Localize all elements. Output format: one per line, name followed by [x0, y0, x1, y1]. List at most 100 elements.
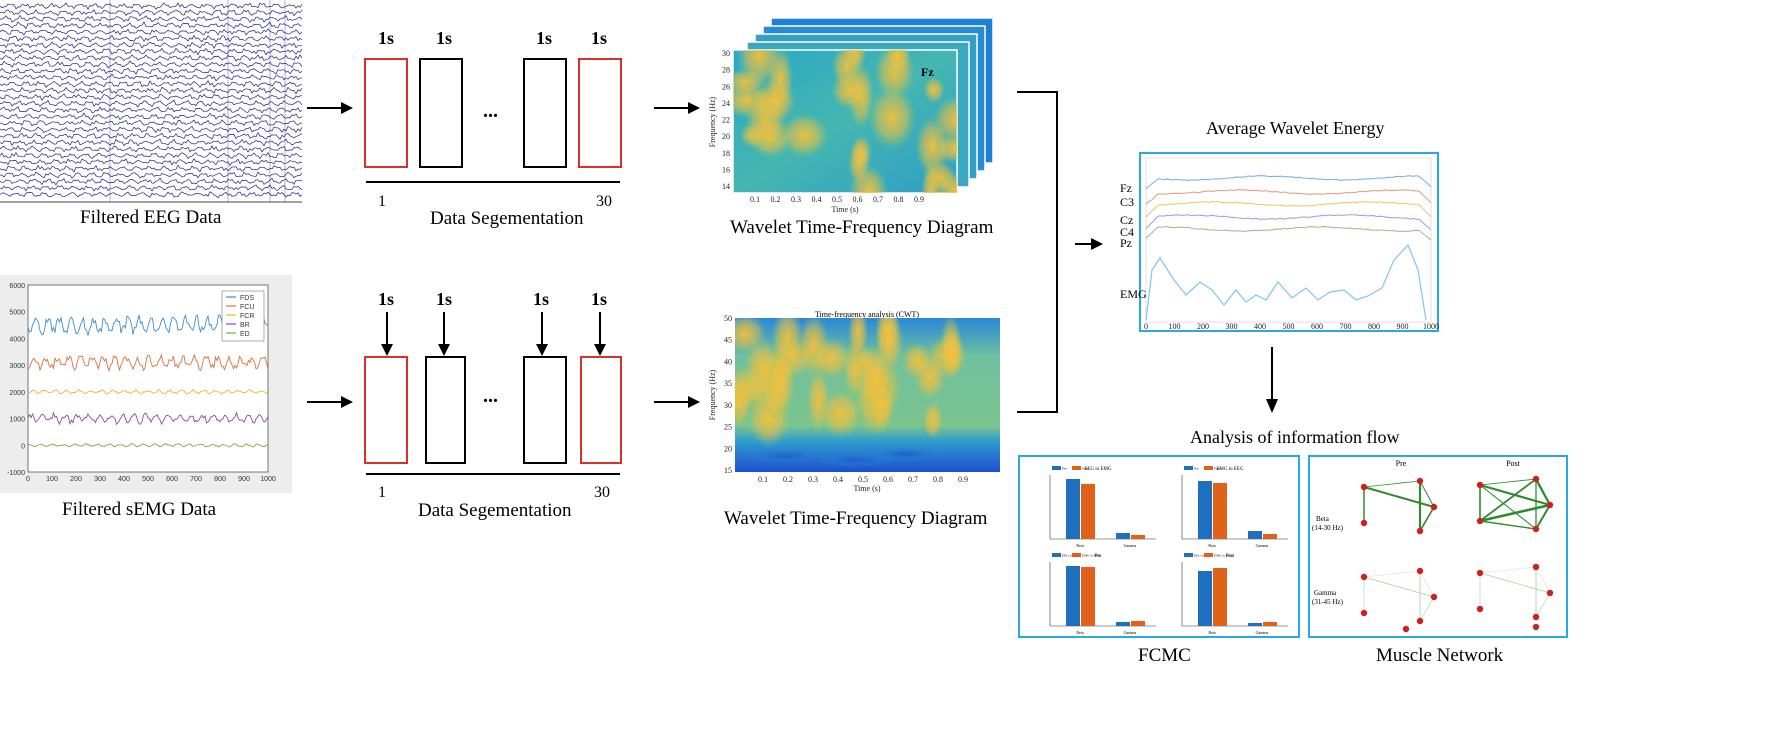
- seg-bottom-label-1: 1s: [378, 289, 395, 309]
- energy-x-tick: 1000: [1423, 322, 1439, 331]
- fcmc-bar: [1248, 623, 1262, 626]
- fcmc-legend-label: Pre: [1062, 467, 1067, 471]
- seg-top-start: 1: [378, 193, 386, 210]
- fcmc-legend-label: EEG to EMG: [1194, 554, 1214, 558]
- wavelet-top-blob: [923, 76, 945, 104]
- muscle-network-node: [1360, 573, 1368, 581]
- muscle-col-pre: Pre: [1396, 459, 1407, 468]
- merge-bracket: [1017, 91, 1103, 413]
- wavelet-bottom-y-tick: 25: [724, 423, 732, 432]
- wavelet-top-ylabel: Frequency (Hz): [708, 96, 717, 147]
- wavelet-bottom-blob: [901, 342, 934, 380]
- muscle-network-edge: [1419, 596, 1435, 622]
- wavelet-top-blob: [933, 95, 957, 144]
- wavelet-top-y-tick: 22: [722, 116, 730, 125]
- semg-trace: [27, 353, 269, 373]
- seg-bottom-caption: Data Segementation: [418, 500, 572, 521]
- semg-x-tick: 700: [190, 476, 202, 483]
- muscle-network-edge: [1419, 506, 1435, 532]
- semg-y-tick: 2000: [9, 390, 25, 397]
- eeg-trace: [0, 28, 302, 36]
- energy-curve: [1145, 175, 1432, 190]
- muscle-network-node: [1430, 593, 1438, 601]
- energy-x-tick: 200: [1197, 322, 1209, 331]
- muscle-network-node: [1532, 613, 1540, 621]
- semg-x-tick: 1000: [260, 476, 276, 483]
- semg-legend-label: FCR: [240, 313, 254, 320]
- eeg-trace: [0, 119, 302, 127]
- wavelet-top-x-tick: 0.6: [853, 195, 863, 204]
- semg-x-tick: 500: [142, 476, 154, 483]
- fcmc-bar: [1263, 622, 1277, 626]
- seg-bottom-axis: [366, 473, 620, 475]
- energy-curve: [1145, 201, 1432, 218]
- eeg-trace: [0, 184, 302, 192]
- wavelet-bottom-x-tick: 0.5: [858, 475, 868, 484]
- fcmc-bar: [1131, 535, 1145, 539]
- fcmc-bar: [1198, 481, 1212, 539]
- wavelet-bottom-blob: [859, 343, 891, 410]
- eeg-trace: [0, 80, 302, 89]
- segment-box: [425, 356, 466, 464]
- wavelet-top-y-tick: 16: [722, 165, 730, 174]
- fcmc-bar: [1213, 483, 1227, 539]
- fcmc-chart-title: Pre: [1095, 554, 1102, 559]
- energy-curve: [1145, 214, 1432, 231]
- wavelet-top-x-tick: 0.8: [894, 195, 904, 204]
- segment-box: [523, 356, 567, 464]
- fcmc-chart-title: EMG to EEG: [1216, 467, 1244, 472]
- eeg-trace: [0, 99, 302, 108]
- fcmc-bar: [1116, 622, 1130, 626]
- fcmc-legend-label: EMG to EEG: [1082, 554, 1102, 558]
- eeg-trace: [0, 138, 302, 147]
- muscle-network-edge: [1363, 570, 1421, 578]
- seg-top-label-2: 1s: [436, 28, 453, 48]
- muscle-network-edge: [1363, 480, 1421, 488]
- wavelet-top-blob: [842, 50, 868, 72]
- muscle-network-panel: Pre Post Beta (14-30 Hz) Gamma (31-45 Hz…: [1308, 455, 1568, 638]
- semg-y-tick: 0: [21, 443, 25, 450]
- semg-legend-label: ED: [240, 331, 250, 338]
- fcmc-legend-swatch: [1072, 466, 1081, 470]
- eeg-trace: [0, 21, 302, 30]
- semg-x-tick: 400: [118, 476, 130, 483]
- wavelet-bottom-y-tick: 45: [724, 336, 732, 345]
- wavelet-bottom-y-tick: 30: [724, 401, 732, 410]
- fcmc-bar: [1248, 531, 1262, 539]
- wavelet-bottom-y-tick: 50: [724, 314, 732, 323]
- muscle-network-node: [1546, 589, 1554, 597]
- muscle-col-post: Post: [1506, 459, 1521, 468]
- arrow-seg-to-wavelet-top: [654, 102, 700, 114]
- wavelet-top-x-tick: 0.5: [832, 195, 842, 204]
- fcmc-bar: [1198, 571, 1212, 626]
- fcmc-group-label: Gamma: [1256, 543, 1269, 548]
- fcmc-group-label: Beta: [1208, 543, 1216, 548]
- semg-legend-label: FCU: [240, 304, 254, 311]
- wavelet-top-y-tick: 18: [722, 149, 730, 158]
- seg-bottom-label-2: 1s: [436, 289, 453, 309]
- eeg-trace: [0, 93, 302, 102]
- energy-channel-label: EMG: [1120, 287, 1147, 301]
- fcmc-legend-label: Post: [1082, 467, 1088, 471]
- wavelet-bottom-lowband: [815, 452, 895, 468]
- semg-x-tick: 900: [238, 476, 250, 483]
- semg-y-tick: 1000: [9, 417, 25, 424]
- muscle-network-edge: [1363, 486, 1435, 508]
- seg-bottom-ellipsis: ...: [483, 385, 498, 407]
- energy-title: Average Wavelet Energy: [1206, 118, 1385, 138]
- fcmc-chart-title: EEG to EMG: [1084, 467, 1112, 472]
- wavelet-bottom-x-tick: 0.4: [833, 475, 843, 484]
- energy-curve: [1145, 189, 1432, 205]
- fcmc-legend-swatch: [1052, 466, 1061, 470]
- eeg-trace: [0, 152, 302, 160]
- muscle-network-edge: [1535, 592, 1551, 618]
- muscle-network-node: [1360, 609, 1368, 617]
- muscle-network-node: [1360, 519, 1368, 527]
- eeg-trace: [0, 14, 302, 23]
- fcmc-bar: [1213, 568, 1227, 626]
